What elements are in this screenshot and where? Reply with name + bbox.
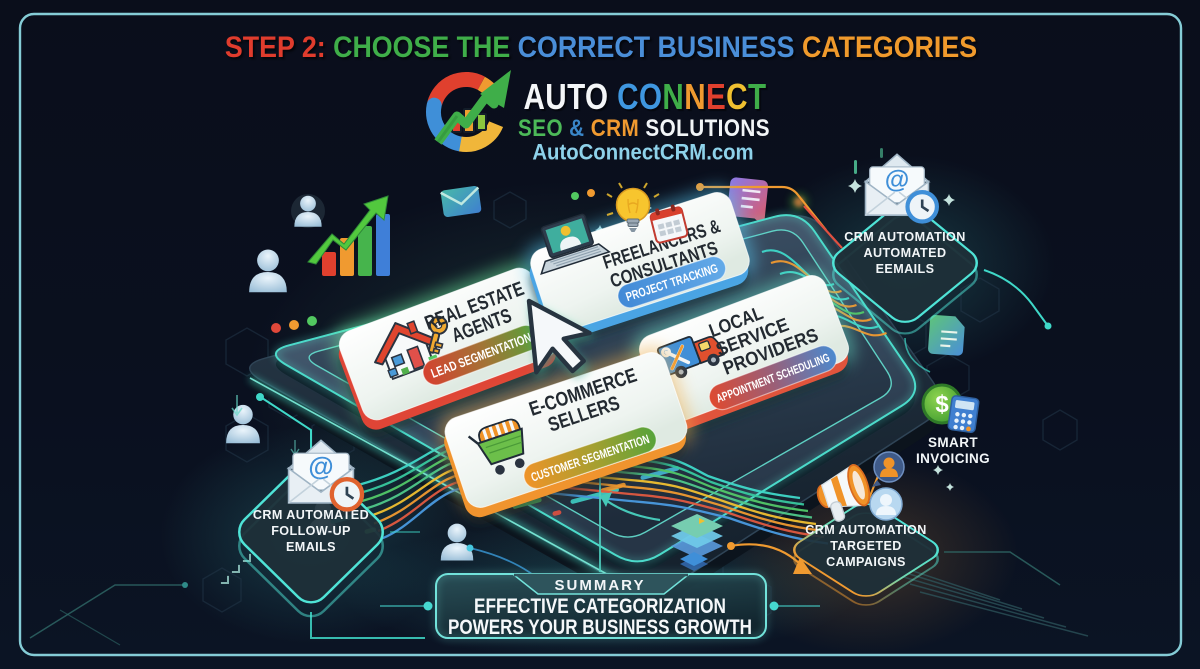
- svg-text:STEP 2: CHOOSE THE CORRECT BUS: STEP 2: CHOOSE THE CORRECT BUSINESS CATE…: [225, 31, 977, 65]
- svg-text:FOLLOW-UP: FOLLOW-UP: [271, 524, 351, 538]
- svg-text:AUTO CONNECT: AUTO CONNECT: [523, 76, 766, 116]
- svg-text:AUTOMATED: AUTOMATED: [864, 246, 947, 260]
- svg-text:AutoConnectCRM.com: AutoConnectCRM.com: [532, 141, 753, 165]
- svg-text:SMART: SMART: [928, 435, 978, 450]
- svg-text:EFFECTIVE CATEGORIZATION: EFFECTIVE CATEGORIZATION: [474, 595, 726, 618]
- svg-text:TARGETED: TARGETED: [830, 539, 902, 553]
- svg-text:EMAILS: EMAILS: [286, 540, 336, 554]
- svg-text:@: @: [885, 166, 910, 194]
- svg-text:CAMPAIGNS: CAMPAIGNS: [826, 555, 906, 569]
- svg-text:CRM AUTOMATED: CRM AUTOMATED: [253, 508, 369, 522]
- svg-text:SEO & CRM SOLUTIONS: SEO & CRM SOLUTIONS: [518, 115, 770, 142]
- svg-text:@: @: [308, 453, 333, 481]
- svg-text:$: $: [935, 391, 949, 418]
- svg-text:CRM AUTOMATION: CRM AUTOMATION: [844, 230, 966, 244]
- svg-text:CRM AUTOMATION: CRM AUTOMATION: [805, 523, 927, 537]
- svg-text:SUMMARY: SUMMARY: [555, 577, 646, 594]
- svg-text:EEMAILS: EEMAILS: [876, 262, 935, 276]
- svg-text:INVOICING: INVOICING: [916, 451, 990, 466]
- svg-text:POWERS YOUR BUSINESS GROWTH: POWERS YOUR BUSINESS GROWTH: [448, 616, 752, 639]
